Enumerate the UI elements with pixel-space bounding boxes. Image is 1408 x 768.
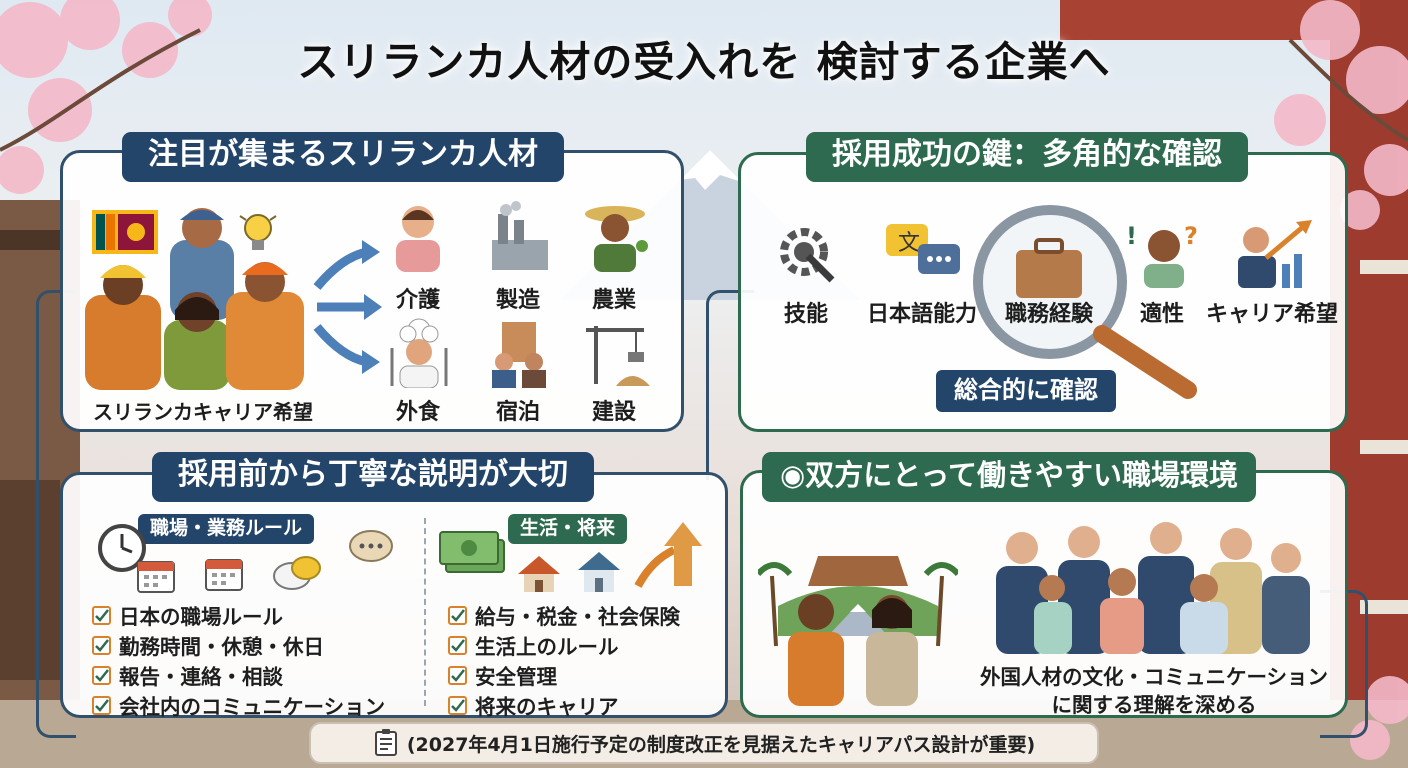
industry-label-construction: 建設 bbox=[591, 400, 636, 425]
list-item: 日本の職場ルール bbox=[92, 600, 385, 630]
magnifier-briefcase-icon bbox=[972, 204, 1202, 400]
list-item-text: 報告・連絡・相談 bbox=[119, 665, 283, 689]
list-item-text: 勤務時間・休憩・休日 bbox=[119, 635, 324, 659]
industry-label-hospitality: 宿泊 bbox=[495, 400, 540, 425]
house-icon-2 bbox=[576, 550, 622, 594]
panel-heading-explanation: 採用前から丁寧な説明が大切 bbox=[152, 452, 594, 502]
key-label-career: キャリア希望 bbox=[1206, 302, 1339, 327]
lightbulb-icon bbox=[238, 210, 278, 260]
industry-label-food-service: 外食 bbox=[395, 400, 440, 425]
list-item: 会社内のコミュニケーション bbox=[92, 690, 385, 720]
workers-group-illustration bbox=[80, 200, 310, 390]
sri-lanka-japan-scene-illustration bbox=[758, 516, 958, 706]
checkbox-icon bbox=[92, 605, 111, 625]
clock-icon bbox=[96, 522, 148, 574]
list-item-text: 日本の職場ルール bbox=[119, 605, 283, 629]
list-item-text: 会社内のコミュニケーション bbox=[119, 695, 386, 719]
panel-explanation bbox=[60, 472, 728, 718]
farmer-icon bbox=[580, 200, 650, 272]
checkbox-icon bbox=[92, 665, 111, 685]
gear-wrench-icon bbox=[774, 222, 838, 286]
industry-label-manufacturing: 製造 bbox=[495, 288, 540, 313]
list-item: 生活上のルール bbox=[448, 630, 680, 660]
panel-heading-attention: 注目が集まるスリランカ人材 bbox=[122, 132, 564, 182]
footer-note: (2027年4月1日施行予定の制度改正を見据えたキャリアパス設計が重要) bbox=[309, 722, 1099, 764]
page-title: スリランカ人材の受入れを 検討する企業へ bbox=[297, 38, 1111, 86]
key-label-experience: 職務経験 bbox=[1004, 302, 1093, 327]
aptitude-person-icon: !? bbox=[1124, 218, 1204, 288]
list-item-text: 安全管理 bbox=[475, 665, 557, 689]
chat-bubbles-icon bbox=[272, 552, 322, 596]
construction-crane-icon bbox=[582, 318, 652, 388]
list-item-text: 生活上のルール bbox=[475, 635, 619, 659]
arrow-right-icon bbox=[312, 232, 382, 382]
people-caption: スリランカキャリア希望 bbox=[93, 400, 313, 424]
summary-badge: 総合的に確認 bbox=[936, 370, 1116, 412]
checkbox-icon bbox=[92, 695, 111, 715]
panel-connector-middle bbox=[706, 290, 754, 480]
subheading-workplace-rules: 職場・業務ルール bbox=[138, 514, 315, 544]
environment-caption-line-2: に関する理解を深める bbox=[1051, 693, 1257, 717]
life-future-list: 給与・税金・社会保険 生活上のルール 安全管理 将来のキャリア bbox=[448, 600, 680, 720]
house-icon bbox=[516, 554, 562, 594]
key-label-skill: 技能 bbox=[783, 302, 828, 327]
industry-label-care: 介護 bbox=[395, 288, 440, 313]
svg-text:文: 文 bbox=[898, 231, 920, 256]
calendar-icon bbox=[136, 556, 176, 594]
checkbox-icon bbox=[448, 635, 467, 655]
footer-text: (2027年4月1日施行予定の制度改正を見据えたキャリアパス設計が重要) bbox=[406, 733, 1036, 756]
growth-arrow-icon bbox=[634, 520, 706, 588]
language-speech-icon: 文 bbox=[884, 222, 962, 282]
list-item: 勤務時間・休憩・休日 bbox=[92, 630, 385, 660]
svg-text:?: ? bbox=[1184, 222, 1198, 250]
career-growth-icon bbox=[1226, 218, 1316, 288]
panel-sri-lankan-talent bbox=[60, 150, 684, 432]
list-item: 給与・税金・社会保険 bbox=[448, 600, 680, 630]
section-divider bbox=[424, 518, 426, 706]
factory-icon bbox=[486, 200, 552, 272]
environment-caption-line-1: 外国人材の文化・コミュニケーション bbox=[979, 665, 1329, 689]
money-icon bbox=[438, 526, 508, 578]
subheading-life-future: 生活・将来 bbox=[508, 514, 628, 544]
team-group-illustration bbox=[972, 514, 1322, 654]
list-item-text: 将来のキャリア bbox=[475, 695, 619, 719]
checkbox-icon bbox=[448, 605, 467, 625]
list-item: 報告・連絡・相談 bbox=[92, 660, 385, 690]
panel-heading-environment: ◉双方にとって働きやすい職場環境 bbox=[762, 452, 1256, 502]
sri-lanka-flag-icon bbox=[92, 210, 158, 254]
checkbox-icon bbox=[448, 695, 467, 715]
checkbox-icon bbox=[92, 635, 111, 655]
document-icon bbox=[374, 729, 397, 756]
panel-connector-left bbox=[36, 290, 76, 738]
industry-label-agriculture: 農業 bbox=[591, 288, 636, 313]
list-item-text: 給与・税金・社会保険 bbox=[475, 605, 680, 629]
svg-text:!: ! bbox=[1126, 222, 1137, 250]
key-label-aptitude: 適性 bbox=[1139, 302, 1184, 327]
hotel-staff-icon bbox=[482, 318, 556, 388]
speech-bubble-icon bbox=[348, 528, 394, 568]
list-item: 安全管理 bbox=[448, 660, 680, 690]
workplace-rules-list: 日本の職場ルール 勤務時間・休憩・休日 報告・連絡・相談 会社内のコミュニケーシ… bbox=[92, 600, 385, 720]
calendar-icon-2 bbox=[204, 554, 244, 592]
list-item: 将来のキャリア bbox=[448, 690, 680, 720]
caregiver-icon bbox=[388, 200, 448, 272]
checkbox-icon bbox=[448, 665, 467, 685]
key-label-japanese: 日本語能力 bbox=[866, 302, 977, 327]
chef-icon bbox=[386, 318, 452, 388]
panel-heading-hiring-keys: 採用成功の鍵：多角的な確認 bbox=[806, 132, 1248, 182]
